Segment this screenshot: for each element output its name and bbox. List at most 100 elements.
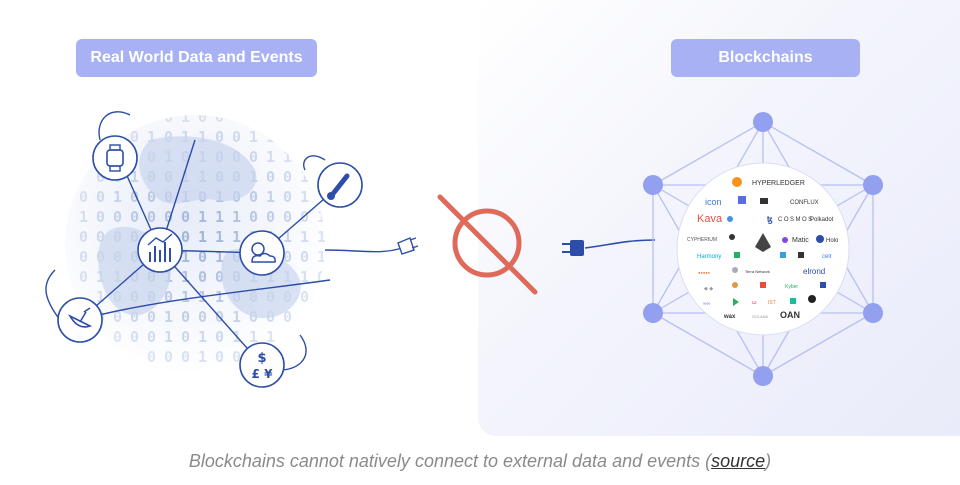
- globe-digit: 1: [113, 188, 122, 206]
- globe-digit: 1: [181, 268, 190, 286]
- globe-digit: 0: [283, 248, 292, 266]
- globe-digit: 1: [300, 228, 309, 246]
- thermometer-icon: [317, 162, 363, 208]
- ethereum-logo-icon: [755, 233, 771, 252]
- globe-digit: 0: [266, 208, 275, 226]
- caption-text: Blockchains cannot natively connect to e…: [188, 451, 712, 471]
- globe-digit: 0: [215, 268, 224, 286]
- blockchain-logos: HYPERLEDGER icon CONFLUX Kava ꜩ COSMOS P…: [687, 177, 839, 320]
- globe-digit: 0: [300, 208, 309, 226]
- logo-text: ꜩ: [767, 215, 773, 224]
- network-node: [863, 175, 883, 195]
- bitcoin-logo-icon: [732, 177, 742, 187]
- satellite-dish-icon: [57, 297, 103, 343]
- logo-text: CYPHERIUM: [687, 237, 717, 243]
- logo-mark: [738, 196, 746, 204]
- globe-digit: 0: [130, 328, 139, 346]
- logo-mark: [808, 295, 816, 303]
- globe-digit: 1: [198, 128, 207, 146]
- globe-digit: 0: [79, 268, 88, 286]
- globe-digit: 1: [198, 328, 207, 346]
- blocked-icon: [437, 194, 538, 295]
- globe-digit: 1: [130, 168, 139, 186]
- logo-text: Matic: [792, 237, 809, 244]
- globe-digit: 0: [181, 328, 190, 346]
- logo-text: ◆ ◆: [704, 286, 713, 292]
- logo-text: HYPERLEDGER: [752, 180, 805, 187]
- logo-mark: [729, 234, 735, 240]
- globe-digit: 0: [283, 188, 292, 206]
- globe-digit: 0: [164, 288, 173, 306]
- globe-digit: 1: [181, 248, 190, 266]
- globe-digit: 0: [232, 128, 241, 146]
- currency-icon: $ £ ¥: [239, 342, 285, 388]
- logo-text: ꞷ: [752, 300, 757, 306]
- globe-digit: 0: [147, 188, 156, 206]
- globe-digit: 0: [181, 348, 190, 366]
- globe: 0100010110011000101000110010011001001001…: [65, 108, 326, 375]
- globe-digit: 1: [317, 208, 326, 226]
- logo-text: celr: [822, 254, 832, 260]
- globe-digit: 1: [215, 288, 224, 306]
- logo-text: Kyber: [785, 284, 798, 290]
- logo-text: IST: [768, 300, 776, 306]
- logo-text: CONFLUX: [790, 200, 819, 206]
- globe-digit: 0: [181, 228, 190, 246]
- logo-mark: [732, 282, 738, 288]
- logo-mark: [780, 252, 786, 258]
- svg-text:£ ¥: £ ¥: [252, 367, 274, 381]
- logo-text: COSMOS: [778, 217, 814, 223]
- chart-icon: [137, 227, 183, 273]
- logo-text: Harmony: [697, 254, 721, 260]
- globe-digit: 0: [147, 328, 156, 346]
- globe-digit: 0: [113, 208, 122, 226]
- globe-digit: 0: [215, 128, 224, 146]
- globe-digit: 0: [249, 188, 258, 206]
- globe-digit: 0: [198, 268, 207, 286]
- globe-digit: 0: [113, 308, 122, 326]
- logo-mark: [790, 298, 796, 304]
- source-link[interactable]: source: [711, 451, 766, 471]
- globe-digit: 0: [113, 328, 122, 346]
- logo-mark: [733, 298, 739, 306]
- logo-text: OAN: [780, 310, 800, 320]
- logo-text: Kava: [697, 213, 723, 225]
- globe-digit: 0: [181, 308, 190, 326]
- globe-digit: 1: [300, 268, 309, 286]
- logo-mark: [760, 198, 768, 204]
- globe-digit: 1: [215, 248, 224, 266]
- globe-digit: 0: [198, 108, 207, 126]
- globe-digit: 1: [181, 108, 190, 126]
- logo-mark: [816, 235, 824, 243]
- network-node: [863, 303, 883, 323]
- globe-digit: 0: [198, 308, 207, 326]
- globe-digit: 1: [266, 148, 275, 166]
- globe-digit: 1: [181, 288, 190, 306]
- globe-digit: 1: [147, 128, 156, 146]
- globe-digit: 0: [96, 188, 105, 206]
- globe-digit: 0: [130, 128, 139, 146]
- globe-digit: 1: [283, 148, 292, 166]
- globe-digit: 0: [283, 208, 292, 226]
- globe-digit: 0: [181, 208, 190, 226]
- globe-digit: 0: [283, 168, 292, 186]
- globe-digit: 0: [249, 308, 258, 326]
- power-plug-right-icon: [562, 239, 656, 256]
- globe-digit: 0: [198, 248, 207, 266]
- logo-mark: [760, 282, 766, 288]
- globe-digit: 1: [164, 328, 173, 346]
- weather-icon: [239, 230, 285, 276]
- svg-text:$: $: [257, 351, 266, 366]
- blockchains-label: Blockchains: [671, 39, 860, 77]
- globe-digit: 1: [249, 128, 258, 146]
- globe-digit: 0: [266, 168, 275, 186]
- logo-text: icon: [705, 197, 722, 207]
- logo-mark: [798, 252, 804, 258]
- logo-text: SOLANA: [752, 314, 769, 319]
- globe-digit: 0: [249, 148, 258, 166]
- logo-text: ●●●●●: [698, 270, 711, 275]
- globe-digit: 0: [79, 248, 88, 266]
- globe-digit: 0: [79, 228, 88, 246]
- globe-digit: 0: [300, 248, 309, 266]
- globe-digit: 0: [283, 308, 292, 326]
